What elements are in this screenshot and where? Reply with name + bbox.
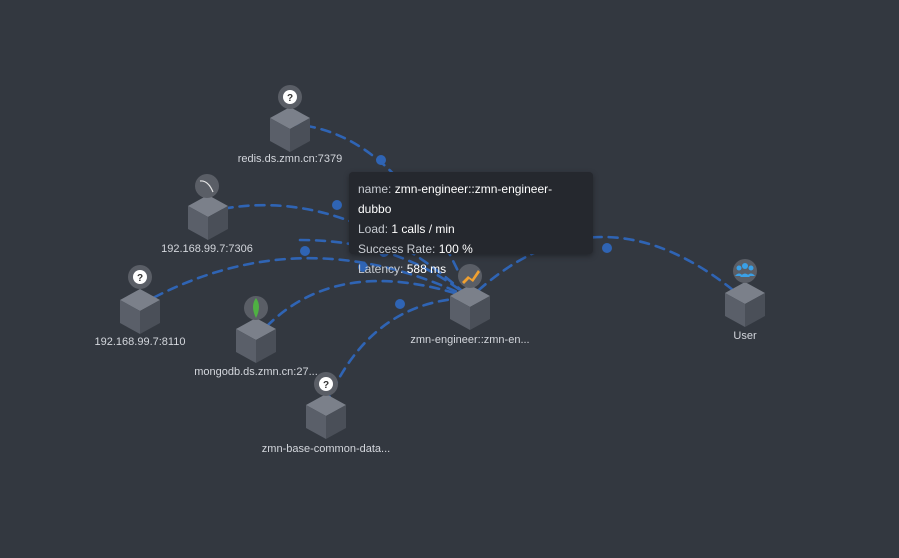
- mongodb-icon: [253, 298, 259, 318]
- mysql-icon: [199, 180, 214, 193]
- tooltip-load-row: Load: 1 calls / min: [358, 219, 584, 239]
- node-mongo[interactable]: [236, 296, 276, 363]
- node-8110[interactable]: ?: [120, 265, 160, 334]
- edge-8110-engineer: [138, 256, 472, 307]
- node-label-8110: 192.168.99.7:8110: [94, 336, 186, 348]
- question-icon: ?: [323, 380, 329, 391]
- edge-common-engineer: [324, 296, 472, 407]
- node-engineer[interactable]: [450, 264, 490, 330]
- tooltip-load-key: Load:: [358, 222, 389, 236]
- tooltip-name-row: name: zmn-engineer::zmn-engineer-dubbo: [358, 179, 584, 219]
- node-label-common: zmn-base-common-data...: [261, 443, 391, 455]
- tooltip-success-value: 100 %: [438, 242, 473, 256]
- edge-dot: [395, 299, 405, 309]
- node-label-engineer: zmn-engineer::zmn-en...: [410, 334, 530, 346]
- edge-dot: [376, 155, 386, 165]
- edge-engineer-redis-return: [298, 238, 472, 300]
- edge-dot: [300, 246, 310, 256]
- node-mysql[interactable]: [188, 174, 228, 240]
- question-icon: ?: [137, 273, 143, 284]
- node-label-mongo: mongodb.ds.zmn.cn:27...: [194, 366, 318, 378]
- node-redis[interactable]: ?: [270, 85, 310, 152]
- node-label-redis: redis.ds.zmn.cn:7379: [237, 153, 343, 165]
- node-user[interactable]: [725, 259, 765, 327]
- edge-user-engineer: [468, 235, 747, 302]
- edge-dot: [358, 262, 368, 272]
- tooltip-name-value: zmn-engineer::zmn-engineer-dubbo: [358, 182, 553, 216]
- edge-mysql-engineer: [206, 203, 472, 300]
- node-label-mysql: 192.168.99.7:7306: [161, 243, 253, 255]
- node-tooltip: name: zmn-engineer::zmn-engineer-dubbo L…: [349, 172, 593, 276]
- edge-dot: [332, 200, 342, 210]
- dubbo-icon: [462, 270, 480, 284]
- tooltip-latency-row: Latency: 588 ms: [358, 259, 584, 279]
- user-group-icon: [735, 263, 755, 277]
- node-label-user: User: [733, 330, 757, 342]
- tooltip-success-row: Success Rate: 100 %: [358, 239, 584, 259]
- tooltip-load-value: 1 calls / min: [391, 222, 455, 236]
- tooltip-name-key: name:: [358, 182, 392, 196]
- tooltip-latency-key: Latency:: [358, 262, 404, 276]
- edge-redis-engineer: [288, 122, 472, 300]
- question-icon: ?: [287, 93, 293, 104]
- edge-mongo-engineer: [254, 279, 472, 340]
- node-common[interactable]: ?: [306, 372, 346, 439]
- edge-dot: [602, 243, 612, 253]
- tooltip-success-key: Success Rate:: [358, 242, 436, 256]
- tooltip-latency-value: 588 ms: [406, 262, 447, 276]
